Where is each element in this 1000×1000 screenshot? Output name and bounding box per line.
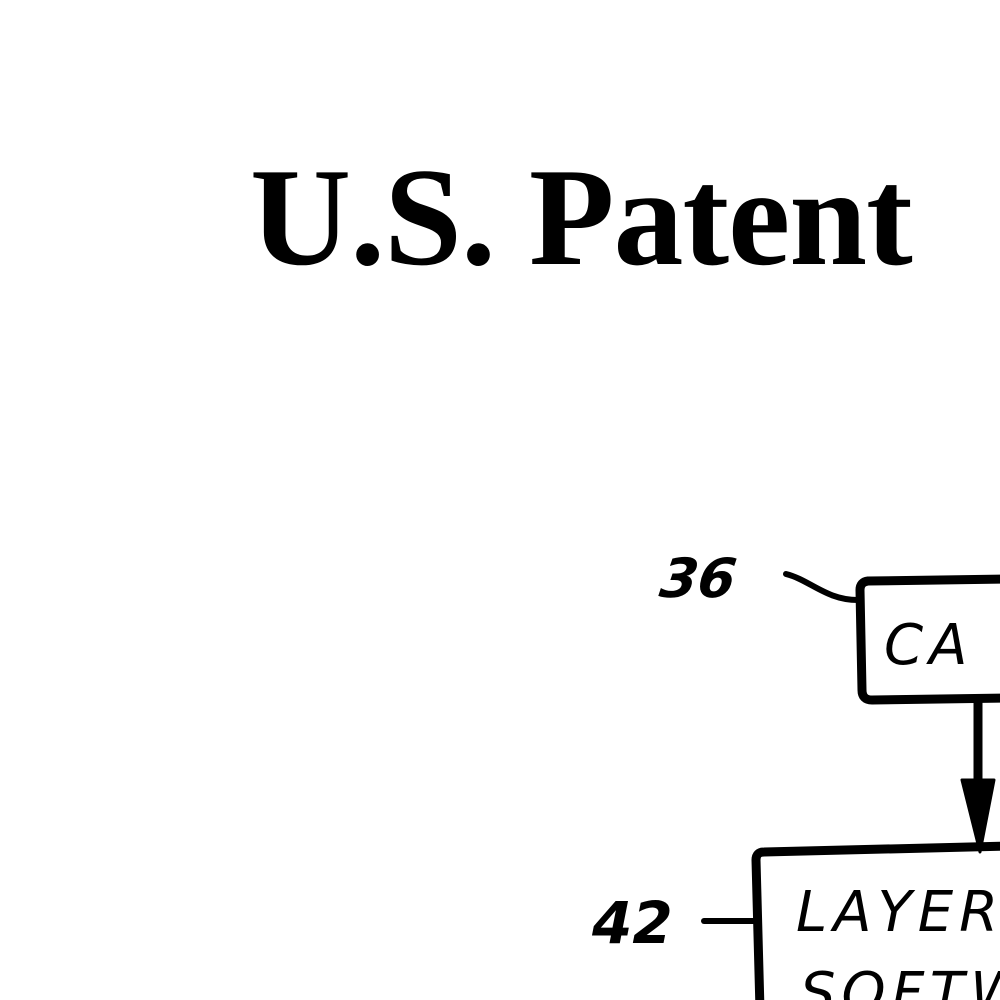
ref-numeral-42: 42 xyxy=(591,889,673,957)
ref-numeral-36: 36 xyxy=(656,547,740,610)
arrowhead-down xyxy=(960,778,996,854)
box-42-label-line-1: LAYER xyxy=(796,880,1000,945)
box-36 xyxy=(855,574,1000,705)
box-42-label-line-2: SOFTW xyxy=(800,961,1000,1000)
box-36-label: CA xyxy=(884,613,973,678)
box-42 xyxy=(751,841,1000,1000)
leader-line-36 xyxy=(783,571,861,603)
patent-header-title: U.S. Patent xyxy=(250,140,913,295)
